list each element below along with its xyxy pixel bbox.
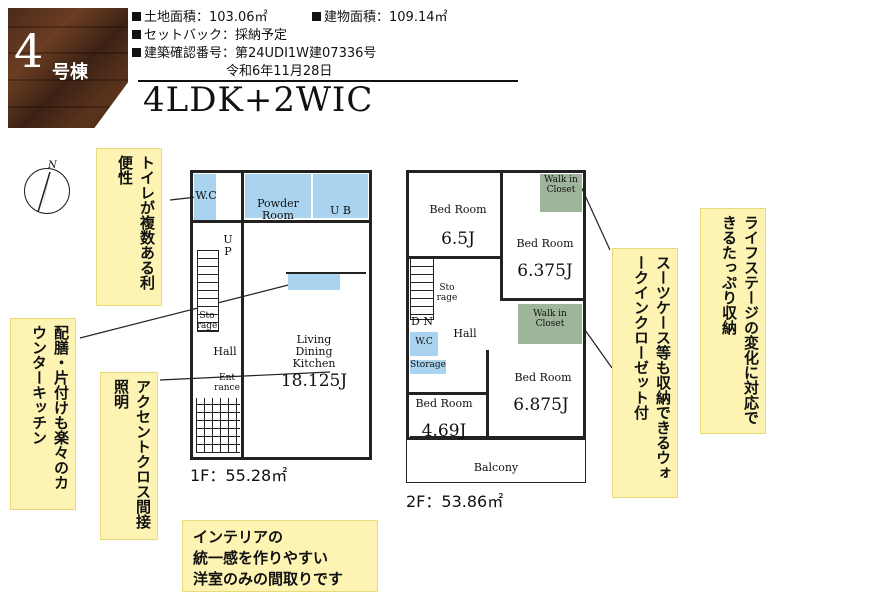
walk-in-closet-2-label: Walk in Closet <box>533 309 567 329</box>
balcony <box>406 438 586 483</box>
compass-north: N <box>48 160 57 171</box>
entrance-label: Ent rance <box>214 373 240 393</box>
floor2-storage2-label: Storage <box>410 360 446 370</box>
bedroom2-size: 6.375J <box>517 261 573 281</box>
floor2-wc <box>410 332 438 356</box>
note-accent-cloth: アクセントクロス間接照明 <box>100 372 158 540</box>
bedroom3-size: 4.69J <box>421 421 467 441</box>
note-lifestage-storage: ライフステージの変化に対応できるたっぷり収納 <box>700 208 766 434</box>
kitchen-counter <box>288 272 340 290</box>
floor1-storage-label: Sto rage <box>196 311 218 331</box>
walk-in-closet-2 <box>518 304 582 344</box>
bedroom3-label: Bed Room <box>415 397 473 410</box>
floor2-hall-label: Hall <box>453 327 477 340</box>
permit-date: 令和6年11月28日 <box>226 64 333 79</box>
note-counter-kitchen: 配膳・片付けも楽々のカウンターキッチン <box>10 318 76 510</box>
bedroom2-label: Bed Room <box>516 237 574 250</box>
setback: セットバック：採納予定 <box>132 24 287 43</box>
floor1-wc <box>194 174 216 222</box>
building-number-badge <box>8 8 128 128</box>
floor1-outline <box>190 170 372 460</box>
floor2-stairs <box>410 258 434 320</box>
permit-number: 建築確認番号：第24UDI1W建07336号 <box>132 42 376 61</box>
unit-bath-label: U B <box>330 204 351 217</box>
floor2-area: 2F：53.86㎡ <box>406 492 504 511</box>
unit-bath <box>313 174 368 218</box>
building-area: 建物面積：109.14㎡ <box>312 6 448 25</box>
header-rule <box>138 80 518 82</box>
floor1-area: 1F：55.28㎡ <box>190 466 288 485</box>
walk-in-closet-1 <box>540 174 582 212</box>
land-area: 土地面積：103.06㎡ <box>132 6 268 25</box>
walk-in-closet-1-label: Walk in Closet <box>544 175 578 195</box>
note-suitcase-closet: スーツケース等も収納できるウォークインクローゼット付 <box>612 248 678 498</box>
bedroom1-size: 6.5J <box>441 229 475 249</box>
ldk-size: 18.125J <box>280 371 348 391</box>
bedroom4-label: Bed Room <box>514 371 572 384</box>
balcony-label: Balcony <box>473 461 519 474</box>
powder-room <box>245 174 311 218</box>
compass-icon <box>24 168 70 214</box>
entrance-floor <box>196 398 240 453</box>
stairs-up-label: U P <box>223 233 233 259</box>
note-toilet: トイレが複数ある利便性 <box>96 148 162 306</box>
building-label: 号棟 <box>52 62 88 83</box>
floor2-wc-label: W.C <box>415 337 433 347</box>
floor2-storage1-label: Sto rage <box>436 283 458 303</box>
plan-type: 4LDK+2WIC <box>143 80 374 120</box>
building-number: 4 <box>14 24 44 78</box>
note-interior: インテリアの統一感を作りやすい洋室のみの間取りです <box>182 520 378 592</box>
floor2-storage2 <box>410 360 446 374</box>
stairs-down-label: D N <box>411 315 433 328</box>
floor1-wc-label: W.C <box>195 189 217 202</box>
ldk-label: Living Dining Kitchen <box>292 333 336 371</box>
bedroom1-label: Bed Room <box>429 203 487 216</box>
bedroom4-size: 6.875J <box>513 395 569 415</box>
powder-room-label: Powder Room <box>257 197 299 223</box>
stairs <box>197 250 219 332</box>
floor1-hall-label: Hall <box>213 345 237 358</box>
